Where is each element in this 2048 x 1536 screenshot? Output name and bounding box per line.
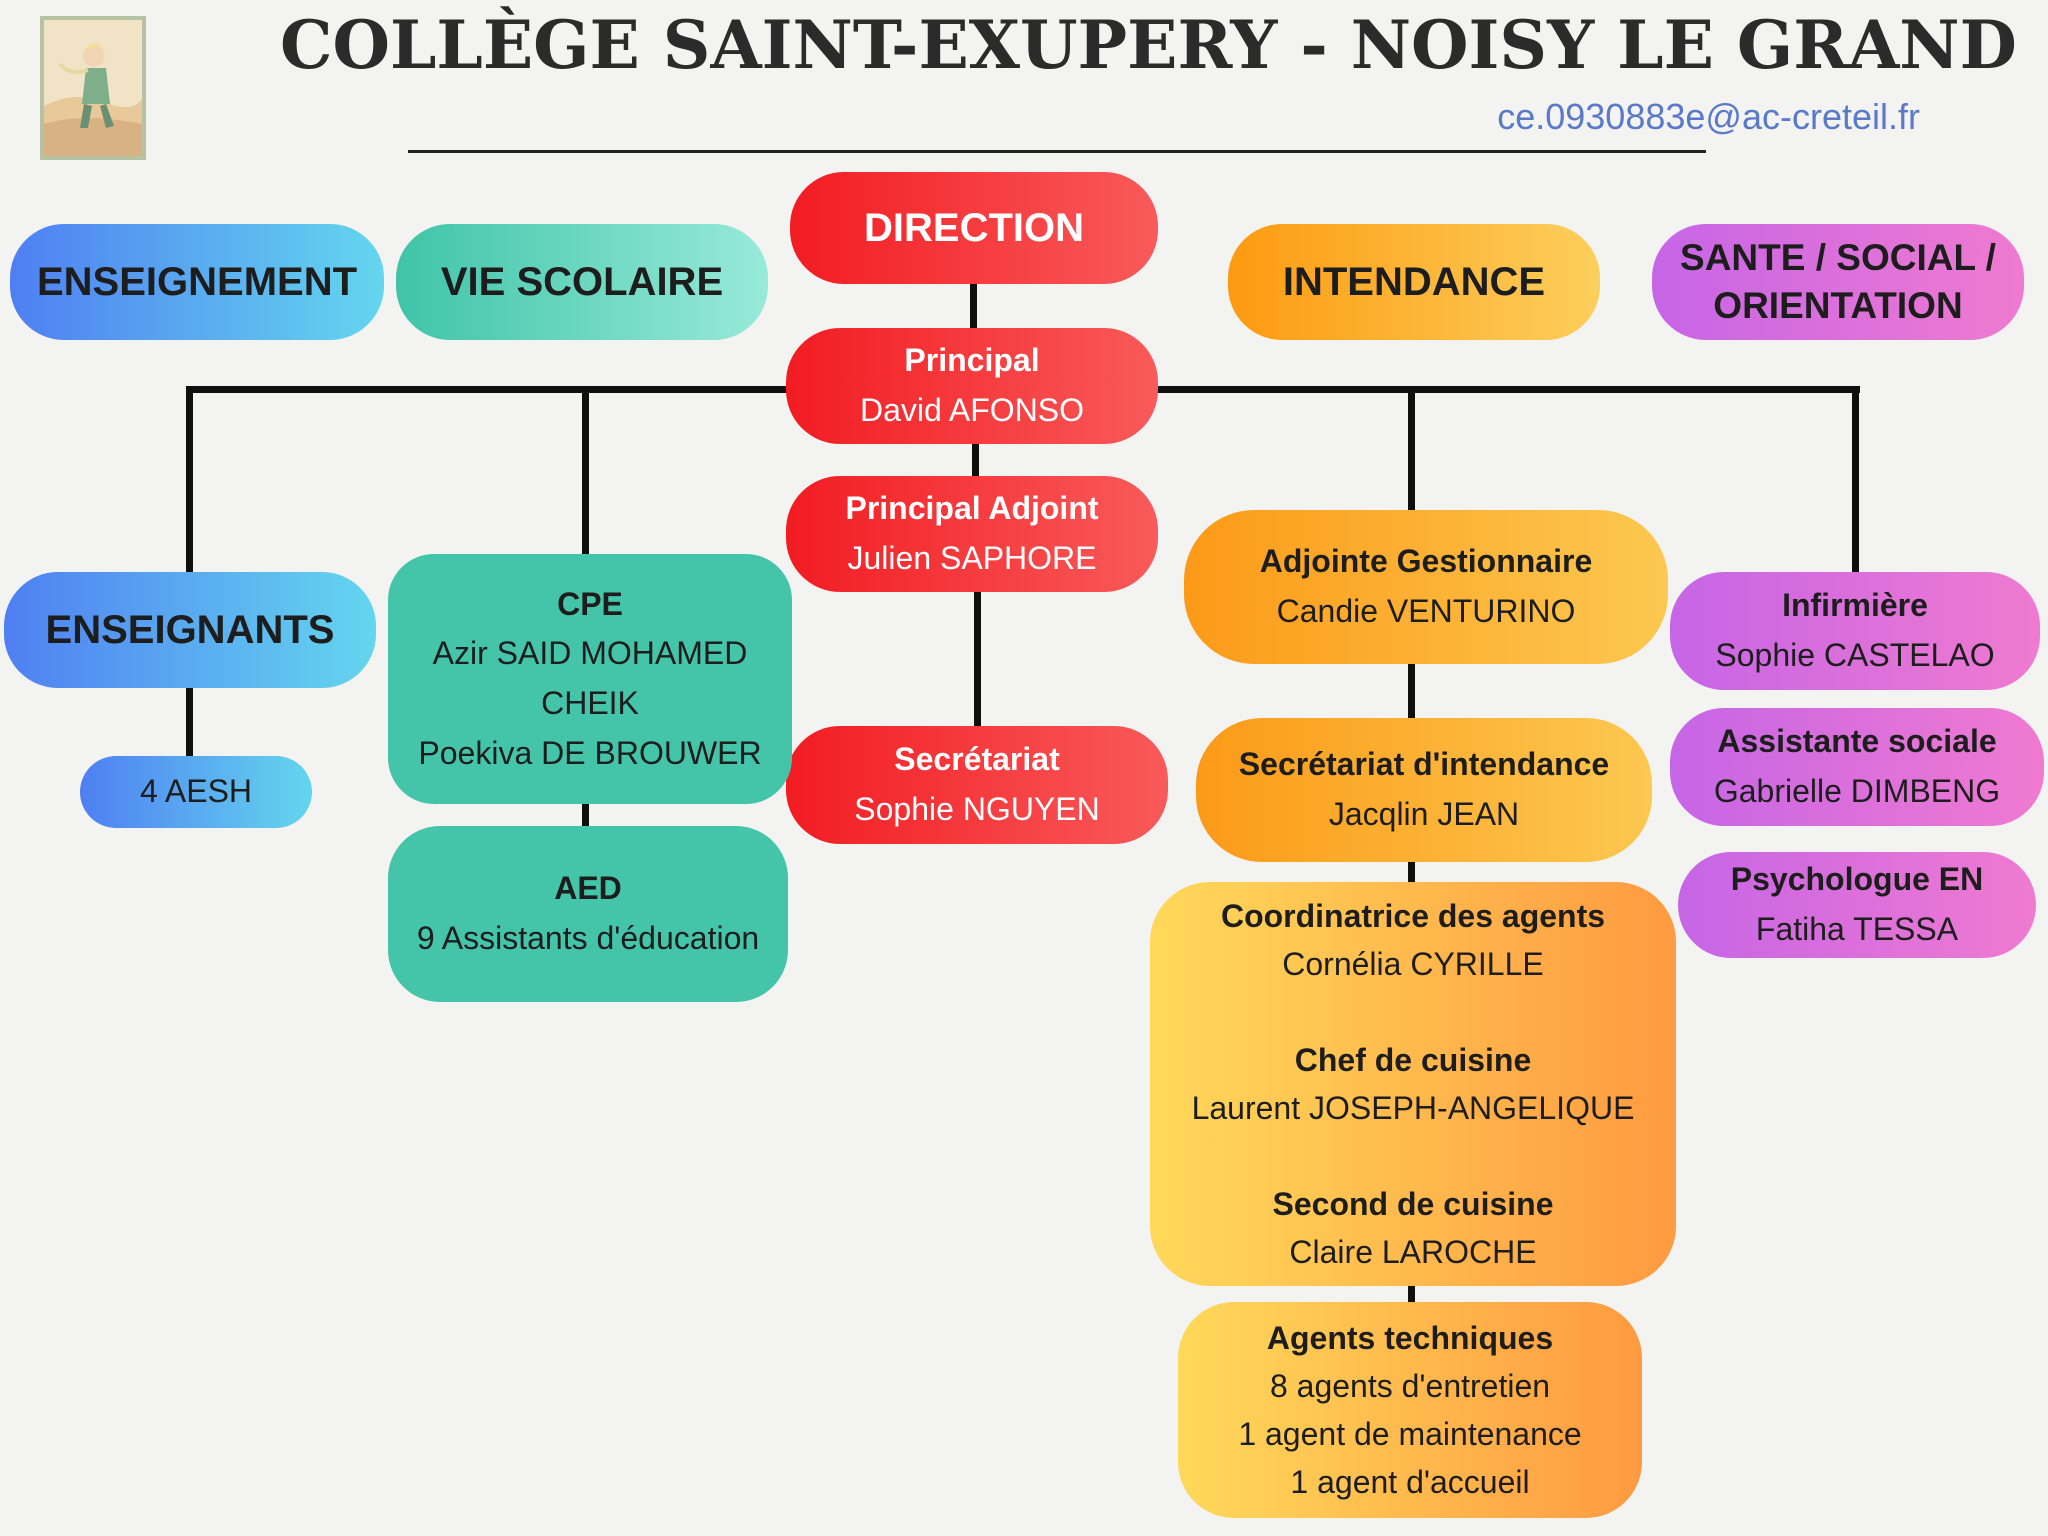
chef-cuisine-name: Laurent JOSEPH-ANGELIQUE [1191, 1090, 1635, 1126]
coordination-cuisine-card: Coordinatrice des agents Cornélia CYRILL… [1150, 882, 1676, 1286]
aesh-label: 4 AESH [139, 773, 253, 810]
connector-cpe-aed [582, 800, 589, 830]
dept-intendance-label: INTENDANCE [1282, 260, 1546, 304]
aed-role: AED [554, 870, 622, 907]
psychologue-role: Psychologue EN [1730, 861, 1984, 898]
dept-sante-line1: SANTE / SOCIAL / [1680, 236, 1996, 278]
agents-techniques-role: Agents techniques [1266, 1320, 1554, 1356]
assistante-sociale-name: Gabrielle DIMBENG [1713, 773, 2001, 809]
connector-principal-adjoint [972, 440, 979, 480]
psychologue-card: Psychologue EN Fatiha TESSA [1678, 852, 2036, 958]
enseignants-card: ENSEIGNANTS [4, 572, 376, 688]
connector-intendance [1408, 386, 1415, 512]
page-title: COLLÈGE SAINT-EXUPERY - NOISY LE GRAND [280, 6, 2017, 84]
agent-accueil: 1 agent d'accueil [1290, 1464, 1530, 1500]
dept-enseignement-label: ENSEIGNEMENT [36, 260, 358, 304]
agents-entretien: 8 agents d'entretien [1269, 1368, 1551, 1404]
secretariat-intendance-role: Secrétariat d'intendance [1238, 746, 1610, 783]
dept-sante-line2: ORIENTATION [1713, 285, 1963, 326]
cpe-name-1-line1: Azir SAID MOHAMED [432, 635, 748, 672]
assistante-sociale-card: Assistante sociale Gabrielle DIMBENG [1670, 708, 2044, 826]
dept-intendance: INTENDANCE [1228, 224, 1600, 340]
adjointe-gestionnaire-card: Adjointe Gestionnaire Candie VENTURINO [1184, 510, 1668, 664]
aesh-card: 4 AESH [80, 756, 312, 828]
principal-adjoint-role: Principal Adjoint [845, 490, 1099, 527]
connector-adjointe-secretariat [1408, 662, 1415, 722]
header-divider [408, 150, 1706, 153]
second-cuisine-name: Claire LAROCHE [1289, 1234, 1537, 1270]
aed-card: AED 9 Assistants d'éducation [388, 826, 788, 1002]
infirmiere-name: Sophie CASTELAO [1715, 637, 1995, 673]
cpe-role: CPE [557, 585, 623, 622]
cpe-card: CPE Azir SAID MOHAMED CHEIK Poekiva DE B… [388, 554, 792, 804]
psychologue-name: Fatiha TESSA [1755, 911, 1959, 947]
dept-enseignement: ENSEIGNEMENT [10, 224, 384, 340]
connector-adjoint-secretariat [974, 590, 981, 730]
enseignants-label: ENSEIGNANTS [45, 608, 335, 652]
contact-email: ce.0930883e@ac-creteil.fr [1497, 96, 1920, 137]
principal-adjoint-card: Principal Adjoint Julien SAPHORE [786, 476, 1158, 592]
assistante-sociale-role: Assistante sociale [1717, 723, 1997, 760]
infirmiere-card: Infirmière Sophie CASTELAO [1670, 572, 2040, 690]
adjointe-gestionnaire-role: Adjointe Gestionnaire [1259, 543, 1593, 580]
agent-maintenance: 1 agent de maintenance [1238, 1416, 1582, 1452]
dept-sante-social-orientation: SANTE / SOCIAL / ORIENTATION [1652, 224, 2024, 340]
connector-enseignants-aesh [186, 686, 193, 758]
principal-name: David AFONSO [859, 392, 1085, 428]
second-cuisine-role: Second de cuisine [1272, 1186, 1554, 1222]
secretariat-intendance-name: Jacqlin JEAN [1328, 796, 1520, 832]
secretariat-name: Sophie NGUYEN [854, 791, 1100, 827]
secretariat-role: Secrétariat [894, 741, 1060, 778]
principal-adjoint-name: Julien SAPHORE [847, 540, 1097, 576]
connector-coord-agents [1408, 1284, 1415, 1304]
aed-desc: 9 Assistants d'éducation [416, 920, 760, 956]
principal-card: Principal David AFONSO [786, 328, 1158, 444]
connector-sante [1852, 386, 1859, 576]
connector-enseignement [186, 386, 193, 574]
secretariat-card: Secrétariat Sophie NGUYEN [786, 726, 1168, 844]
connector-vie-scolaire [582, 386, 589, 556]
chef-cuisine-role: Chef de cuisine [1294, 1042, 1532, 1078]
coordinatrice-name: Cornélia CYRILLE [1282, 946, 1544, 982]
connector-direction-principal [970, 282, 977, 332]
cpe-name-2: Poekiva DE BROUWER [418, 734, 762, 771]
school-logo [40, 16, 146, 160]
secretariat-intendance-card: Secrétariat d'intendance Jacqlin JEAN [1196, 718, 1652, 862]
agents-techniques-card: Agents techniques 8 agents d'entretien 1… [1178, 1302, 1642, 1518]
little-prince-illustration [44, 20, 142, 156]
connector-secretariat-coord [1408, 860, 1415, 886]
principal-role: Principal [904, 342, 1040, 379]
dept-direction-label: DIRECTION [864, 206, 1084, 250]
dept-vie-scolaire: VIE SCOLAIRE [396, 224, 768, 340]
coordinatrice-role: Coordinatrice des agents [1220, 898, 1606, 934]
cpe-name-1-line2: CHEIK [541, 685, 639, 721]
dept-direction: DIRECTION [790, 172, 1158, 284]
dept-vie-scolaire-label: VIE SCOLAIRE [440, 260, 724, 304]
adjointe-gestionnaire-name: Candie VENTURINO [1276, 593, 1576, 629]
infirmiere-role: Infirmière [1782, 587, 1928, 624]
